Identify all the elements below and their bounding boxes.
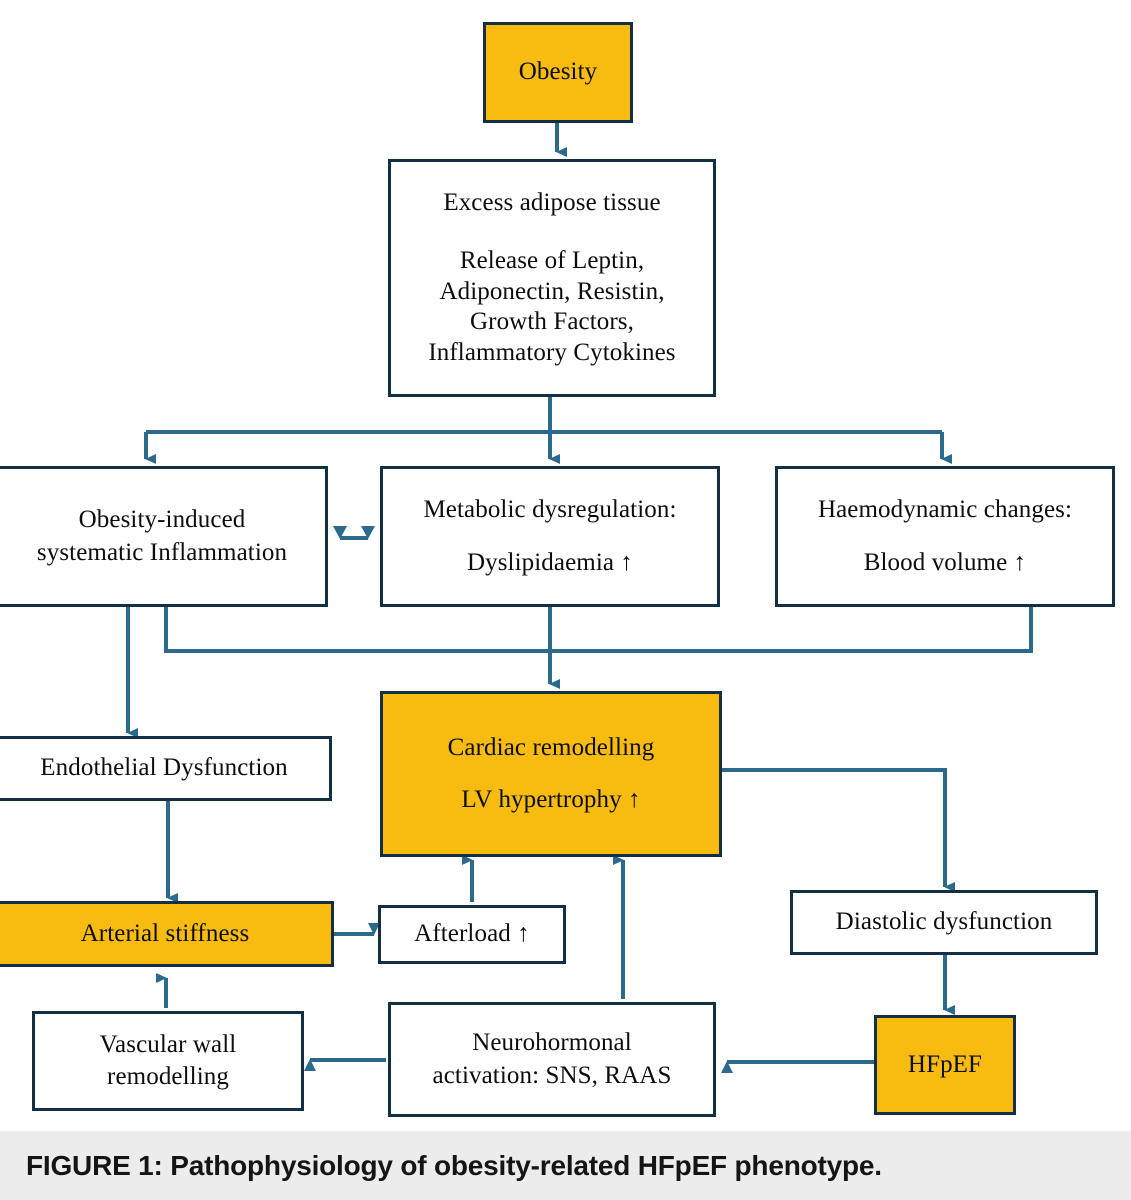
node-afterload-label: Afterload ↑ — [414, 920, 530, 948]
node-vascular-line1: Vascular wall — [99, 1030, 237, 1058]
node-arterial-stiffness[interactable]: Arterial stiffness — [0, 901, 334, 967]
node-obesity[interactable]: Obesity — [483, 22, 633, 123]
edge-inflammation-to-cardiac — [164, 607, 550, 653]
node-endothelial-label: Endothelial Dysfunction — [40, 754, 288, 782]
node-hfpef-label: HFpEF — [907, 1050, 983, 1078]
node-metabolic-line1: Metabolic dysregulation: — [423, 496, 677, 523]
node-haemodynamic-changes[interactable]: Haemodynamic changes: Blood volume ↑ — [775, 466, 1115, 607]
node-cardiac-line1: Cardiac remodelling — [447, 733, 655, 761]
node-inflammation-line1: Obesity-induced — [78, 506, 246, 533]
node-adipose-line2: Release of Leptin, — [459, 247, 645, 275]
node-diastolic-dysfunction[interactable]: Diastolic dysfunction — [790, 890, 1098, 955]
node-arterial-label: Arterial stiffness — [80, 919, 250, 947]
node-adipose-line4: Growth Factors, — [470, 308, 634, 336]
node-cardiac-line2: LV hypertrophy ↑ — [461, 786, 641, 813]
node-metabolic-dysregulation[interactable]: Metabolic dysregulation: Dyslipidaemia ↑ — [380, 466, 720, 607]
figure-caption-text: FIGURE 1: Pathophysiology of obesity-rel… — [26, 1149, 882, 1181]
node-hfpef[interactable]: HFpEF — [874, 1015, 1016, 1115]
node-neurohormonal-line1: Neurohormonal — [472, 1029, 632, 1056]
diagram-canvas: Obesity Excess adipose tissue Release of… — [0, 22, 1115, 1117]
node-inflammation-line2: systematic Inflammation — [36, 538, 288, 566]
node-neurohormonal-line2: activation: SNS, RAAS — [432, 1061, 672, 1089]
connector-layer — [126, 123, 1033, 1073]
node-haemodynamic-line2: Blood volume ↑ — [863, 548, 1027, 576]
node-adipose-line3: Adiponectin, Resistin, — [439, 277, 665, 305]
node-obesity-label: Obesity — [518, 58, 598, 86]
node-metabolic-line2: Dyslipidaemia ↑ — [466, 548, 634, 576]
node-endothelial-dysfunction[interactable]: Endothelial Dysfunction — [0, 736, 332, 801]
node-neurohormonal-activation[interactable]: Neurohormonal activation: SNS, RAAS — [388, 1002, 716, 1117]
figure-caption-band: FIGURE 1: Pathophysiology of obesity-rel… — [0, 1131, 1131, 1200]
node-excess-adipose-tissue[interactable]: Excess adipose tissue Release of Leptin,… — [388, 159, 716, 397]
node-afterload[interactable]: Afterload ↑ — [378, 905, 566, 964]
node-vascular-line2: remodelling — [107, 1063, 229, 1090]
node-vascular-wall-remodelling[interactable]: Vascular wall remodelling — [32, 1011, 304, 1111]
node-adipose-line5: Inflammatory Cytokines — [428, 338, 676, 366]
node-obesity-induced-inflammation[interactable]: Obesity-induced systematic Inflammation — [0, 466, 328, 607]
node-diastolic-label: Diastolic dysfunction — [835, 908, 1053, 936]
node-haemodynamic-line1: Haemodynamic changes: — [817, 496, 1073, 523]
node-adipose-line1: Excess adipose tissue — [443, 188, 661, 216]
edge-haemodynamic-to-cardiac — [550, 607, 1033, 653]
edge-cardiac-to-diastolic — [722, 768, 955, 892]
node-cardiac-remodelling[interactable]: Cardiac remodelling LV hypertrophy ↑ — [380, 691, 722, 857]
